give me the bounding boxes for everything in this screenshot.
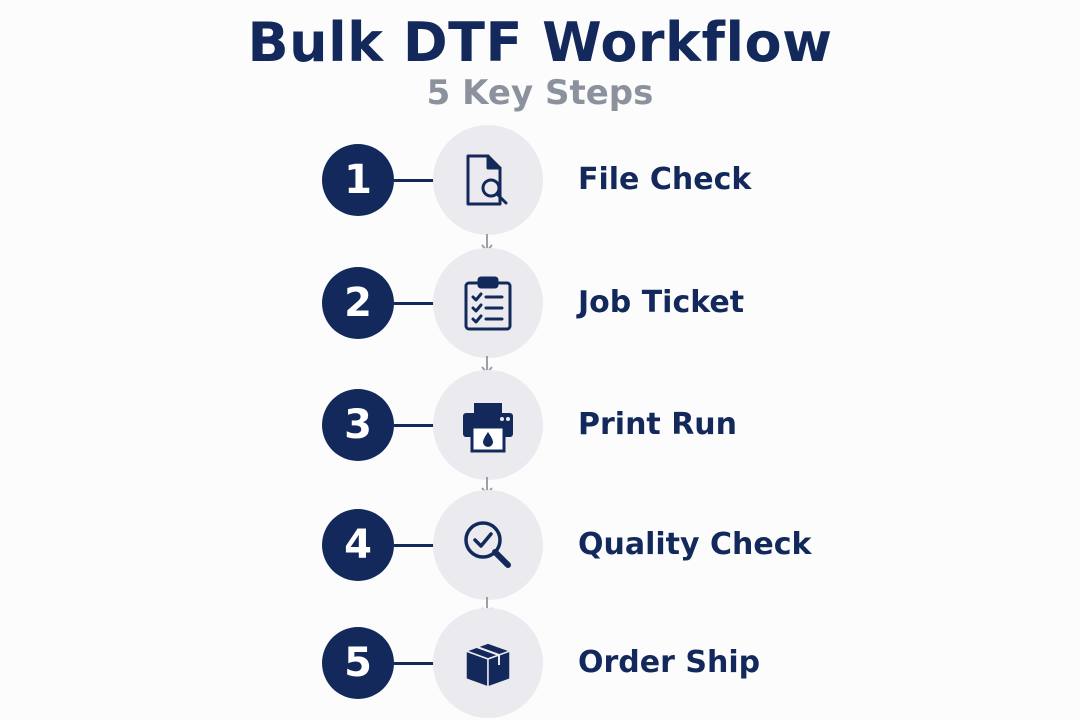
diagram-subtitle: 5 Key Steps — [426, 73, 654, 113]
step-label: Quality Check — [578, 527, 812, 562]
step-number-badge: 4 — [322, 509, 394, 581]
step-icon-circle — [433, 248, 543, 358]
printer-ink-icon — [463, 403, 513, 453]
step-number-badge: 5 — [322, 627, 394, 699]
step-label: File Check — [578, 162, 752, 197]
diagram-title: Bulk DTF Workflow — [247, 11, 833, 74]
connector-line — [394, 662, 434, 665]
step-label: Print Run — [578, 407, 738, 442]
step-icon-circle — [433, 608, 543, 718]
step-5: 5 Order Ship — [0, 608, 1080, 718]
step-icon-circle — [433, 370, 543, 480]
file-search-icon — [466, 154, 508, 206]
step-2: 2 Job Ticket — [0, 248, 1080, 358]
step-number-badge: 2 — [322, 267, 394, 339]
connector-line — [394, 544, 434, 547]
step-label: Order Ship — [578, 645, 761, 680]
step-4: 4 Quality Check — [0, 490, 1080, 600]
step-number-badge: 3 — [322, 389, 394, 461]
step-number-badge: 1 — [322, 144, 394, 216]
step-icon-circle — [433, 125, 543, 235]
connector-line — [394, 424, 434, 427]
step-label: Job Ticket — [578, 285, 745, 320]
step-1: 1 File Check — [0, 125, 1080, 235]
step-icon-circle — [433, 490, 543, 600]
magnifier-check-icon — [464, 521, 511, 568]
clipboard-checklist-icon — [464, 276, 512, 331]
connector-line — [394, 302, 434, 305]
step-3: 3 Print Run — [0, 370, 1080, 480]
shipping-box-icon — [463, 642, 513, 689]
connector-line — [394, 179, 434, 182]
